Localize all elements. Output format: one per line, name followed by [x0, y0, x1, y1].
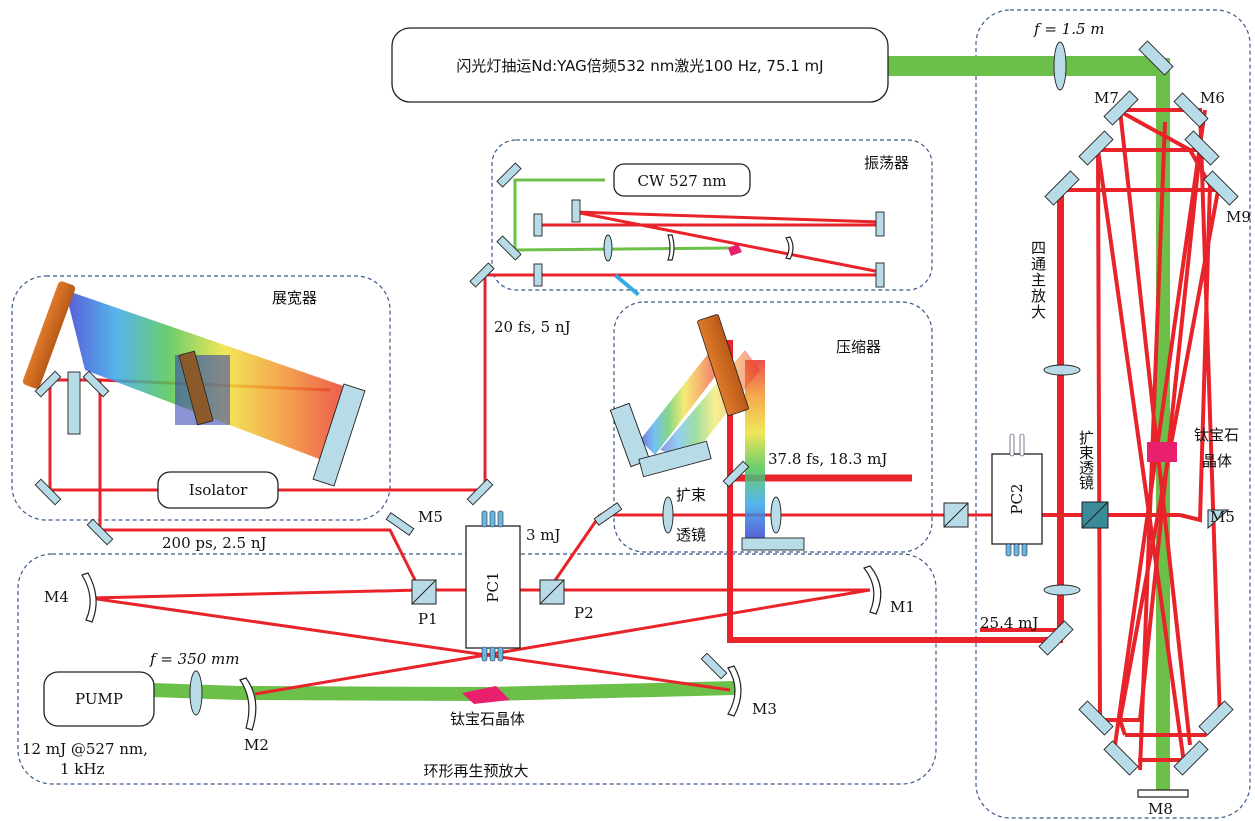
pump-box: [43, 671, 155, 727]
pc1-electrodes: [481, 510, 504, 662]
isolator-label: Isolator: [189, 481, 248, 499]
expander-vertical-label: 扩束透镜: [1077, 430, 1095, 491]
oscillator-title: 振荡器: [864, 154, 909, 172]
main-crystal-label-2: 晶体: [1202, 452, 1232, 470]
m5-left-label: M5: [418, 508, 443, 526]
f-big-label: f = 1.5 m: [1033, 20, 1105, 38]
compressor-title: 压缩器: [836, 338, 881, 356]
regen-amp-region: [17, 553, 937, 785]
main-amp-beam: [980, 108, 1223, 771]
curved-mirrors: [81, 234, 1189, 798]
main-amp-title: 四通主放大: [1029, 240, 1047, 320]
oscillator-region: [491, 139, 933, 291]
small-mirrors: [34, 40, 1239, 776]
expander-label-1: 扩束: [676, 486, 706, 504]
expander-label-2: 透镜: [676, 526, 706, 544]
stretcher-spectrum: [22, 281, 366, 487]
f-small-label: f = 350 mm: [149, 650, 240, 668]
polarizer-cubes: [411, 501, 1230, 605]
main-amp-region: [975, 9, 1251, 819]
p2-label: P2: [574, 604, 594, 622]
stretched-label: 200 ps, 2.5 nJ: [162, 534, 267, 552]
compressed-label: 37.8 fs, 18.3 mJ: [768, 450, 887, 468]
isolator-box: [157, 471, 279, 509]
pc1-label: PC1: [484, 571, 502, 602]
m2-label: M2: [244, 736, 269, 754]
osc-crystal: [728, 244, 742, 256]
osc-output-label: 20 fs, 5 nJ: [494, 318, 571, 336]
regen-output-label: 3 mJ: [526, 526, 561, 544]
m7-label: M7: [1094, 89, 1119, 107]
compressor-spectrum: [609, 314, 805, 551]
main-crystal: [1147, 442, 1177, 462]
lenses: [189, 41, 1081, 716]
regen-crystal-label: 钛宝石晶体: [450, 710, 525, 728]
regen-crystal: [462, 686, 510, 704]
p1-label: P1: [418, 610, 438, 628]
compressor-mirror-b: [638, 440, 712, 478]
cw-label: CW 527 nm: [638, 172, 727, 190]
m8-label: M8: [1148, 800, 1173, 818]
stretcher-grating: [22, 281, 76, 389]
m9-label: M9: [1226, 208, 1251, 226]
m5-right-label: M5: [1210, 508, 1235, 526]
pump-spec-1: 12 mJ @527 nm,: [22, 740, 148, 758]
pc2-electrodes: [1005, 433, 1028, 557]
compressor-mirror-a: [609, 402, 651, 468]
m4-label: M4: [44, 588, 69, 606]
m3-label: M3: [752, 700, 777, 718]
m6-label: M6: [1200, 89, 1225, 107]
pump-laser-label: 闪光灯抽运Nd:YAG倍频532 nm激光100 Hz, 75.1 mJ: [456, 57, 823, 75]
pump-spec-2: 1 kHz: [60, 760, 104, 778]
regen-amp-title: 环形再生预放大: [423, 762, 528, 780]
compressor-base-mirror: [741, 537, 805, 551]
amp-output-label: 25.4 mJ: [980, 614, 1038, 632]
cw-box: [613, 163, 751, 197]
pump-laser-box: [391, 27, 889, 103]
m1-label: M1: [890, 598, 915, 616]
stretcher-region: [11, 275, 391, 521]
stretcher-concave-mirror: [312, 383, 366, 487]
main-crystal-label-1: 钛宝石: [1194, 426, 1239, 444]
stretcher-mirror: [178, 350, 214, 426]
pc1-box: [465, 525, 521, 649]
stretcher-title: 展宽器: [272, 289, 317, 307]
pc2-label: PC2: [1008, 483, 1026, 514]
compressor-region: [613, 301, 933, 553]
compressor-grating: [697, 314, 749, 416]
pump-label: PUMP: [75, 690, 123, 708]
